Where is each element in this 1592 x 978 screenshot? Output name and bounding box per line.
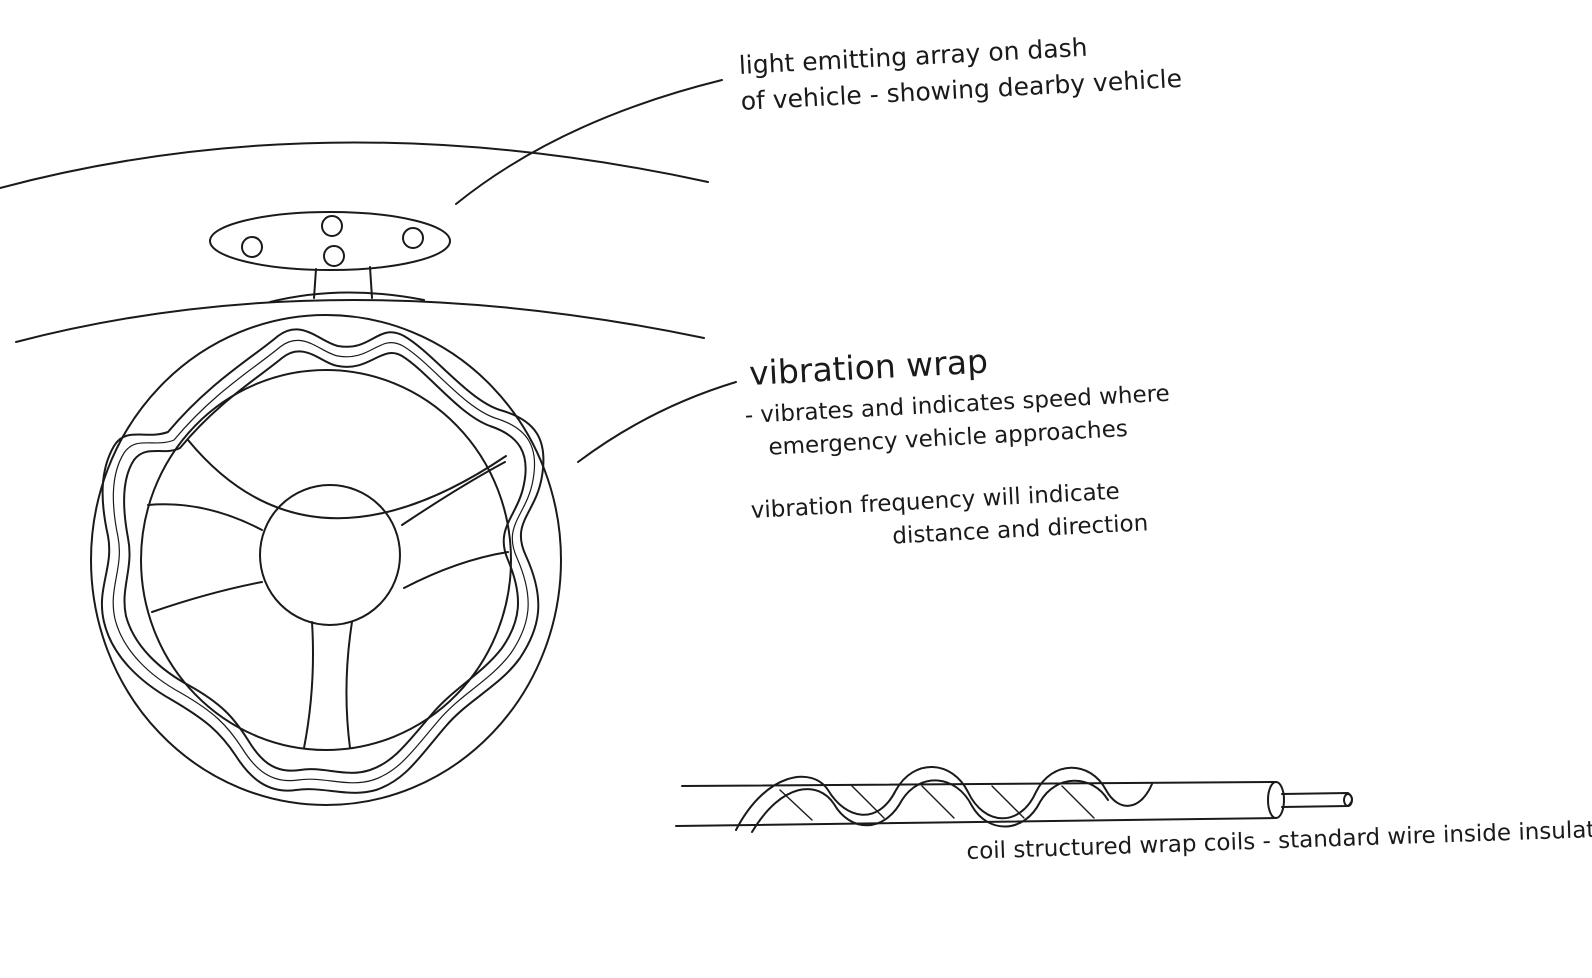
coil-wrap (735, 766, 1153, 831)
vibration-wrap (100, 328, 545, 794)
coil-wrap-back (751, 779, 1109, 833)
coil-wrap-seam (779, 785, 1095, 821)
steering-wheel-rim-outer (90, 314, 562, 806)
wire-core (1281, 792, 1353, 808)
steering-wheel-rim-inner (140, 369, 512, 751)
steering-wheel-spoke-left (147, 503, 263, 613)
steering-wheel-top-arc (187, 439, 507, 520)
light-array-led (323, 245, 345, 267)
vibration-wrap-band-inner (123, 350, 527, 774)
steering-wheel-hub (259, 484, 401, 626)
wire-insulation-end (1267, 781, 1285, 819)
steering-wheel-spoke-bottom (303, 621, 353, 749)
light-array-led (402, 227, 424, 249)
dashboard (0, 141, 709, 343)
light-array-led (321, 215, 343, 237)
light-array-led (241, 236, 263, 258)
wire-core-tip (1343, 793, 1353, 807)
light-array-housing (209, 211, 451, 271)
vibration-wrap-band-outer (100, 328, 545, 794)
dashboard-top-edge (0, 141, 709, 189)
wire-insulation-top (681, 781, 1277, 787)
light-emitting-array (209, 211, 451, 303)
leader-line-light-array (455, 79, 723, 205)
dashboard-lower-edge (15, 298, 705, 343)
leader-line-vibration-wrap (577, 381, 737, 463)
light-array-base (269, 291, 425, 303)
steering-wheel (90, 314, 562, 806)
vibration-wrap-band-ridge (112, 339, 536, 784)
coil-wire (675, 766, 1353, 833)
steering-wheel-spoke-right (401, 461, 509, 589)
wire-insulation-bottom (675, 817, 1277, 827)
